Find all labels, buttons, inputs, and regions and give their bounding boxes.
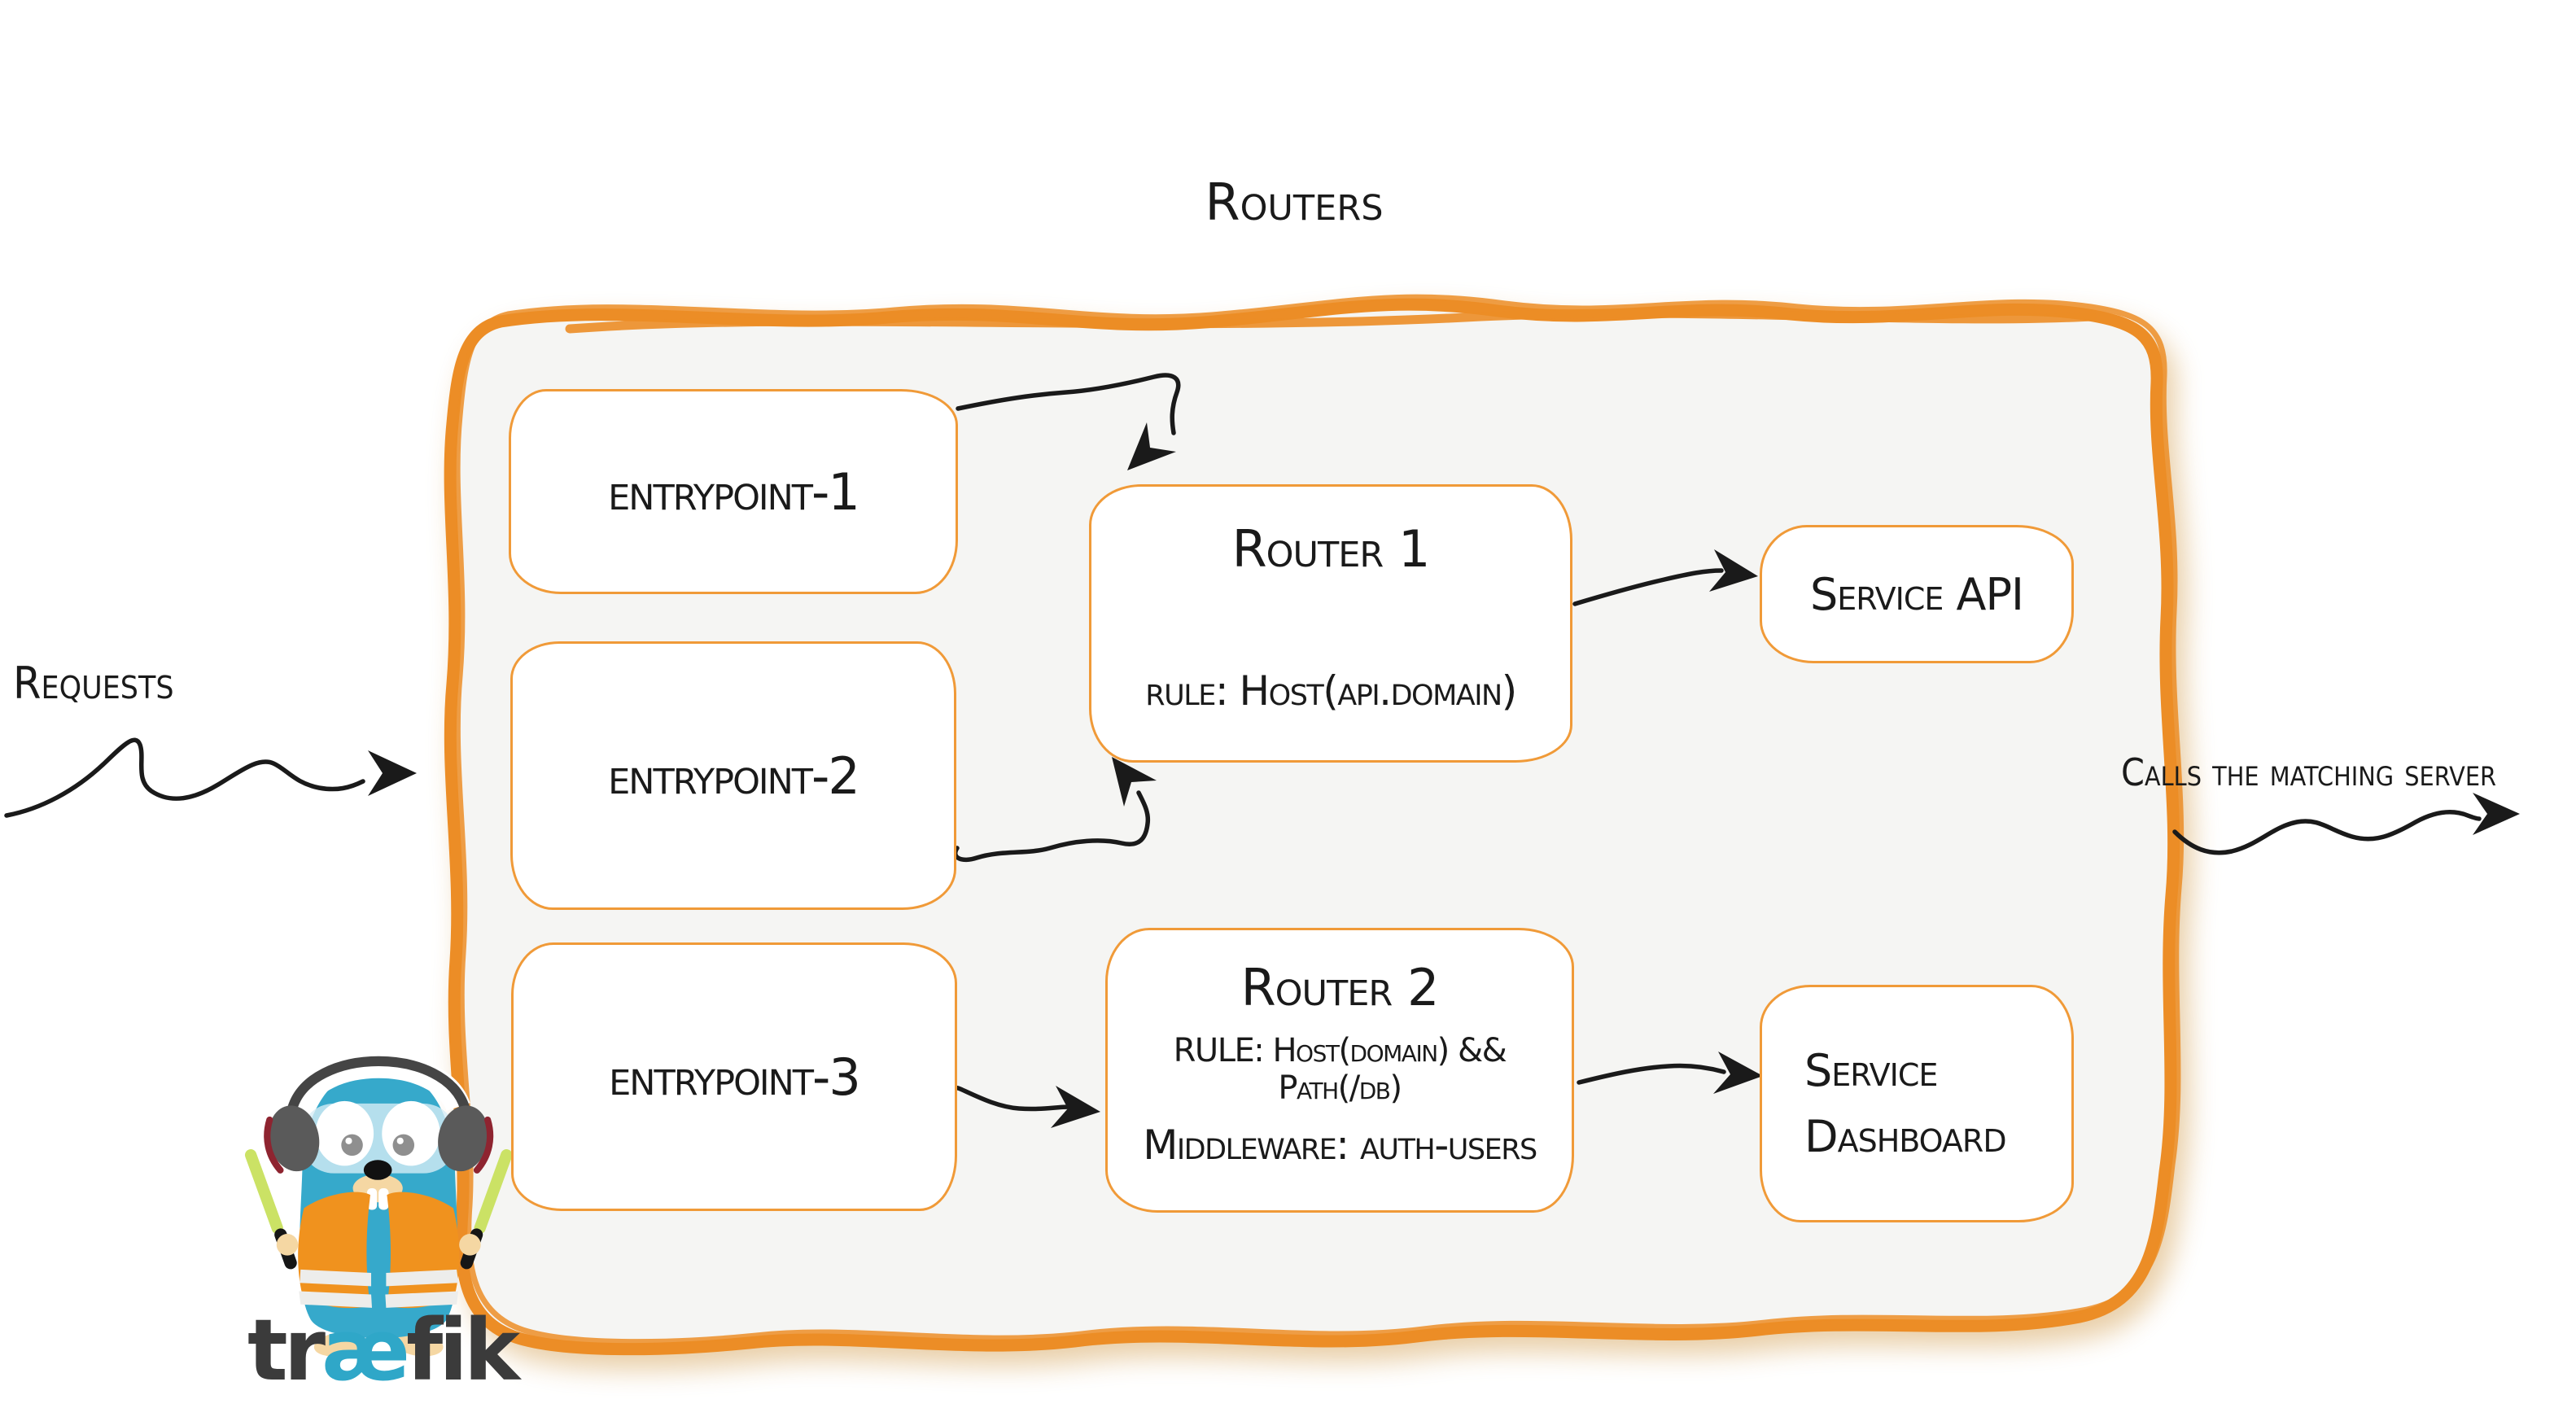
entrypoint2-to-router1-arrow: [953, 757, 1157, 863]
gopher-nose: [363, 1160, 392, 1180]
wordmark-tr: tr: [247, 1301, 326, 1400]
entrypoint-3-box: entrypoint-3: [511, 942, 957, 1211]
calls-matching-server-label: Calls the matching server: [2121, 750, 2497, 794]
router1-to-service-api-arrow: [1572, 549, 1758, 606]
glow-stick-right-handle: [460, 1228, 483, 1270]
container-top-accent-stroke: [565, 308, 2097, 334]
pupil-highlight-left: [345, 1137, 352, 1144]
entrypoint-2-box: entrypoint-2: [510, 641, 956, 910]
gopher-eye-right: [382, 1100, 440, 1166]
headphones-earcup-left: [264, 1105, 320, 1174]
gopher-hand-left: [276, 1234, 299, 1256]
gopher-tooth-right: [378, 1187, 389, 1210]
gopher-safety-vest: [298, 1192, 460, 1309]
glow-stick-left-handle: [274, 1228, 297, 1270]
router-1-box: Router 1 rule: Host(api.domain): [1089, 484, 1572, 763]
entrypoint-2-label: entrypoint-2: [608, 746, 860, 806]
router-2-rule: RULE: Host(domain) && Path(/db): [1173, 1032, 1507, 1107]
router-2-name: Router 2: [1240, 958, 1440, 1017]
calls-matching-server-arrow: [2172, 793, 2520, 855]
router-1-name: Router 1: [1231, 519, 1431, 579]
service-dashboard-label-line2: Dashboard: [1804, 1111, 2007, 1162]
glow-stick-right: [474, 1149, 513, 1235]
earcup-right-rim: [473, 1116, 494, 1174]
service-api-box: Service API: [1760, 525, 2074, 663]
gopher-pupil-right: [392, 1134, 415, 1157]
glow-stick-left: [244, 1149, 283, 1235]
wordmark-ae: æ: [321, 1301, 410, 1400]
headphones-band: [286, 1056, 470, 1114]
vest-panel-right: [387, 1192, 460, 1309]
gopher-eye-left: [315, 1100, 374, 1166]
router-2-middleware: Middleware: auth-users: [1143, 1122, 1537, 1169]
headphones-earcup-right: [438, 1105, 494, 1174]
service-dashboard-box: Service Dashboard: [1760, 985, 2074, 1222]
gopher-pupil-left: [341, 1134, 363, 1157]
router-2-box: Router 2 RULE: Host(domain) && Path(/db)…: [1105, 928, 1574, 1213]
router-1-rule: rule: Host(api.domain): [1145, 667, 1517, 715]
entrypoint3-to-router2-arrow: [944, 1085, 1100, 1128]
wordmark-fik: fik: [406, 1301, 520, 1400]
vest-stripe-left-top: [300, 1269, 372, 1287]
diagram-title: Routers: [1205, 173, 1384, 232]
gopher-goggles: [300, 1103, 457, 1174]
earcup-left-rim: [264, 1116, 284, 1174]
gopher-body: [300, 1067, 458, 1339]
service-dashboard-label-line1: Service: [1804, 1045, 1938, 1096]
gopher-hand-right: [459, 1234, 481, 1256]
pupil-highlight-right: [396, 1137, 404, 1144]
router2-to-service-dashboard-arrow: [1577, 1052, 1763, 1094]
vest-stripe-right-top: [386, 1269, 459, 1287]
earcup-left-shell: [269, 1105, 320, 1172]
entrypoint1-to-router1-arrow: [956, 373, 1181, 470]
entrypoint-1-box: entrypoint-1: [509, 389, 958, 594]
gopher-muzzle: [352, 1174, 403, 1203]
entrypoint-3-label: entrypoint-3: [609, 1047, 861, 1107]
traefik-wordmark: træfik: [247, 1301, 520, 1400]
vest-panel-left: [298, 1192, 370, 1309]
earcup-right-shell: [438, 1105, 489, 1172]
headphones-band-white: [286, 1053, 470, 1113]
requests-label: Requests: [13, 658, 174, 709]
gopher-tooth-left: [366, 1187, 378, 1210]
entrypoint-1-label: entrypoint-1: [608, 461, 860, 522]
requests-arrow: [4, 737, 417, 818]
service-api-label: Service API: [1810, 568, 2024, 620]
